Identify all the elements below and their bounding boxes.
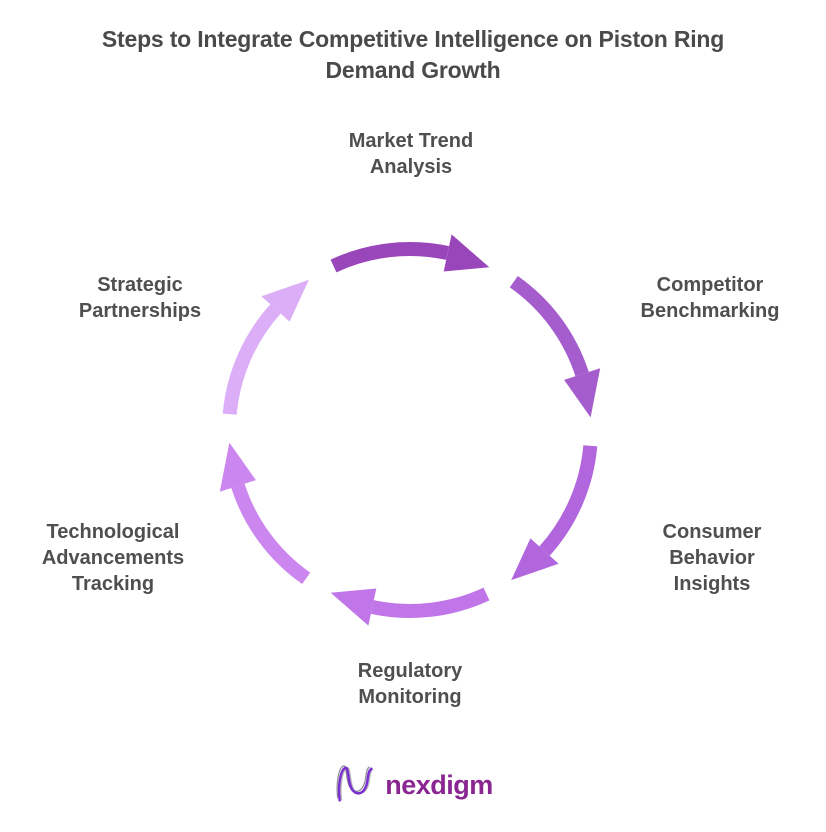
cycle-step-strategic-partnerships: Strategic Partnerships [79,272,201,324]
step-label-line: Consumer [662,521,762,543]
cycle-step-market-trend-analysis: Market Trend Analysis [349,128,473,180]
step-label-line: Insights [673,573,751,595]
cycle-step-consumer-behavior-insights: Consumer Behavior Insights [663,519,762,597]
step-label-line: Technological [46,521,180,543]
cycle-arrow-arc-0 [330,242,450,273]
cycle-arrow-head-icon-5 [261,279,309,322]
brand-name: nexdigm [385,769,493,800]
page-title-line-1: Steps to Integrate Competitive Intellige… [101,26,725,52]
step-label-line: Partnerships [78,300,202,322]
step-label-line: Market Trend [348,130,474,152]
step-label-line: Benchmarking [640,300,780,322]
step-label-line: Competitor [656,274,764,296]
step-label-line: Analysis [369,156,453,178]
cycle-arrows-diagram [219,234,601,626]
footer-brand: nexdigm [0,762,826,808]
step-label-line: Advancements [41,547,185,569]
nexdigm-wave-n-icon [336,765,374,802]
step-label-line: Monitoring [358,686,462,708]
cycle-arrow-arc-4 [231,483,311,585]
cycle-arrow-arc-2 [539,445,598,556]
logo-wave-main [338,766,373,802]
cycle-step-regulatory-monitoring: Regulatory Monitoring [358,658,462,710]
cycle-arrow-head-icon-1 [564,368,601,418]
cycle-arrow-arc-1 [509,275,589,377]
step-label-line: Strategic [97,274,183,296]
cycle-step-competitor-benchmarking: Competitor Benchmarking [641,272,780,324]
page-title-line-2: Demand Growth [325,57,501,83]
step-label-line: Tracking [71,573,155,595]
cycle-arrow-head-icon-4 [219,442,256,492]
cycle-arrow-head-icon-2 [511,538,559,581]
cycle-arrow-arc-5 [222,304,281,415]
page-title: Steps to Integrate Competitive Intellige… [0,24,826,86]
cycle-step-technological-advancements-tracking: Technological Advancements Tracking [42,519,184,597]
step-label-line: Regulatory [357,660,463,682]
cycle-arrow-head-icon-3 [330,588,377,626]
cycle-arrow-arc-3 [370,587,490,618]
step-label-line: Behavior [669,547,755,569]
cycle-arrow-head-icon-0 [443,234,490,272]
